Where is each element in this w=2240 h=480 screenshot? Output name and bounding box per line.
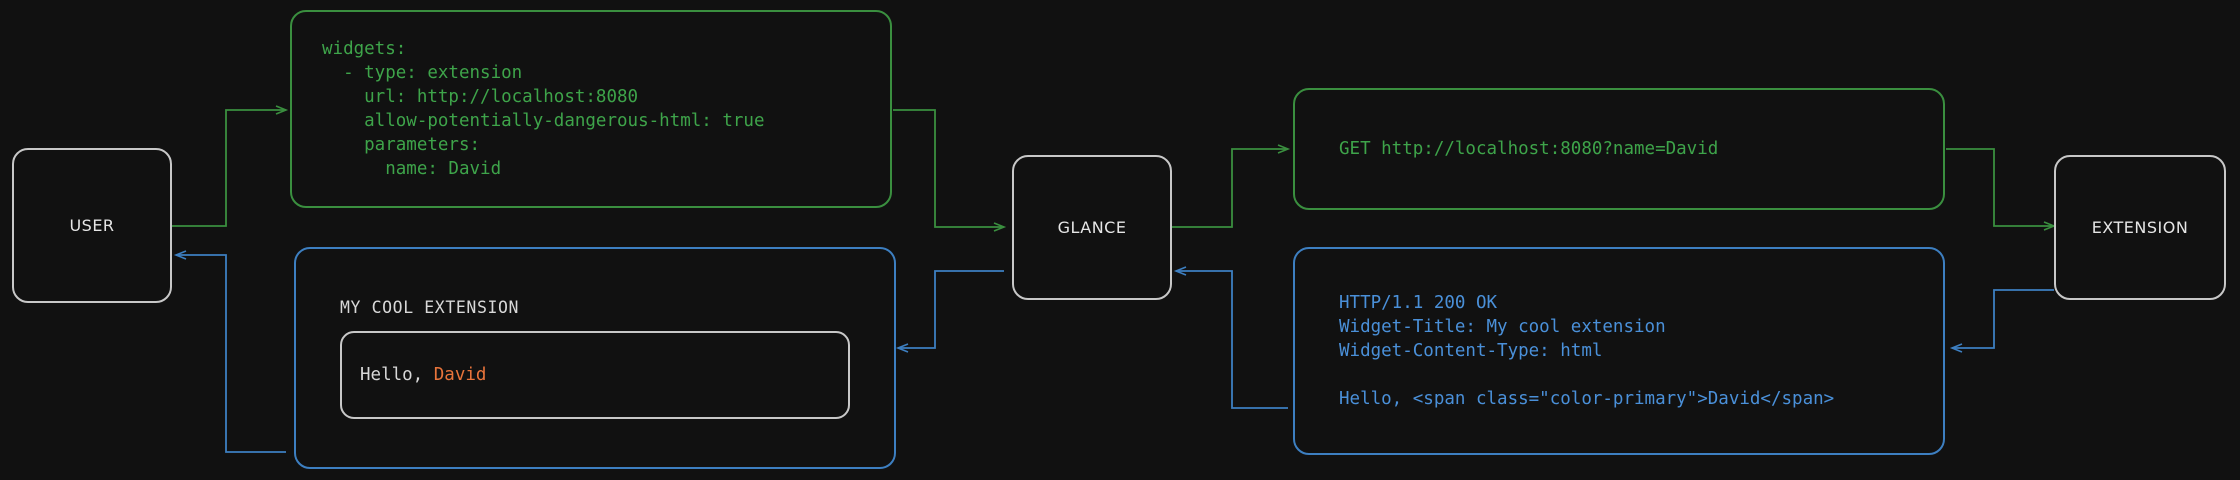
node-user-label: USER: [69, 216, 115, 235]
edge-extension-to-response: [1949, 289, 2054, 353]
rendered-widget-body: Hello, David: [360, 365, 486, 385]
message-yaml-config: widgets: - type: extension url: http://l…: [290, 10, 892, 208]
node-extension-label: EXTENSION: [2091, 218, 2189, 237]
edge-response-to-glance: [1173, 266, 1288, 409]
edge-user-to-yaml: [172, 105, 289, 227]
http-response-text: HTTP/1.1 200 OK Widget-Title: My cool ex…: [1339, 293, 1835, 409]
get-request-text: GET http://localhost:8080?name=David: [1339, 139, 1719, 159]
node-glance[interactable]: GLANCE: [1012, 155, 1172, 300]
rendered-widget-card: Hello, David: [340, 330, 850, 419]
rendered-widget-greeting: Hello,: [360, 364, 434, 385]
edge-glance-to-widget: [895, 270, 1004, 353]
rendered-widget-title: MY COOL EXTENSION: [340, 297, 520, 317]
edge-glance-to-get: [1172, 144, 1291, 228]
node-user[interactable]: USER: [12, 148, 172, 303]
message-http-response: HTTP/1.1 200 OK Widget-Title: My cool ex…: [1293, 247, 1945, 455]
message-get-request: GET http://localhost:8080?name=David: [1293, 88, 1945, 210]
node-extension[interactable]: EXTENSION: [2054, 155, 2226, 300]
node-glance-label: GLANCE: [1057, 218, 1127, 237]
rendered-widget-name: David: [433, 364, 487, 385]
edge-get-to-extension: [1946, 148, 2057, 231]
message-rendered-widget: MY COOL EXTENSION Hello, David: [294, 247, 896, 469]
edge-yaml-to-glance: [893, 109, 1007, 232]
yaml-config-text: widgets: - type: extension url: http://l…: [322, 39, 765, 179]
edge-widget-to-user: [173, 250, 286, 453]
